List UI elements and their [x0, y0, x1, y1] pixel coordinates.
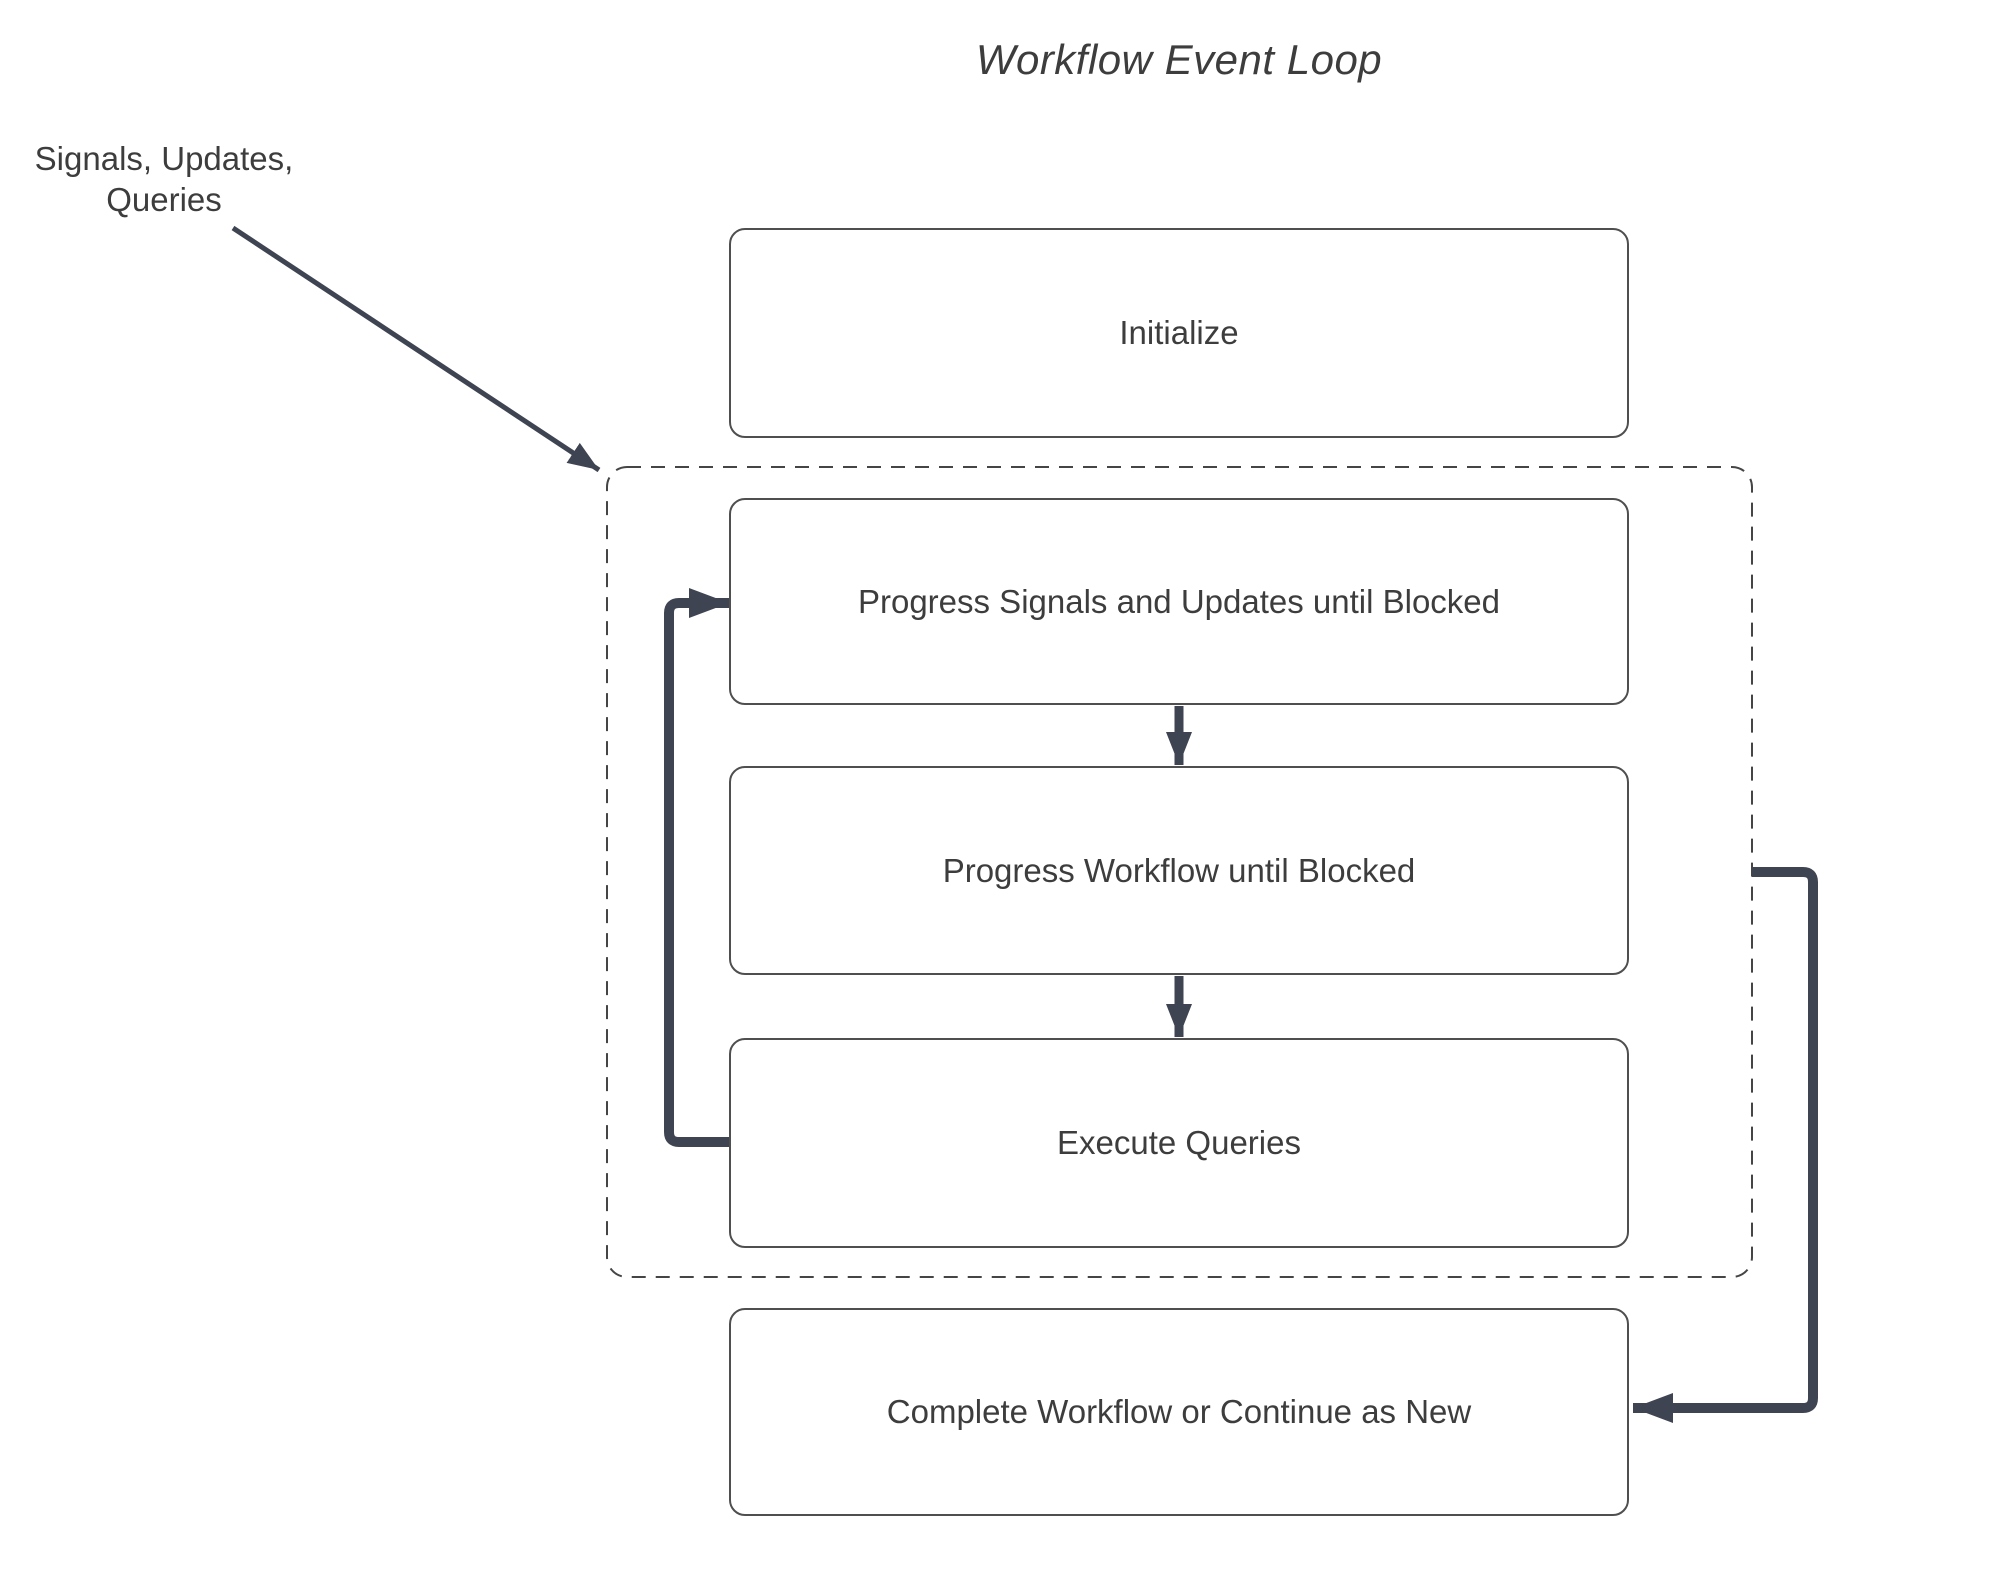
node-progress-workflow-label: Progress Workflow until Blocked	[942, 851, 1416, 889]
node-initialize: Initialize	[729, 228, 1629, 438]
edge-label-line1: Signals, Updates,	[34, 140, 294, 177]
edge-queries-loopback-arrow	[664, 588, 729, 1147]
edge-group-to-complete-arrow	[1633, 867, 1818, 1423]
edge-label-line2: Queries	[106, 181, 222, 218]
edge-label-signals-updates-queries: Signals, Updates, Queries	[18, 138, 310, 220]
node-complete-workflow-label: Complete Workflow or Continue as New	[886, 1393, 1472, 1430]
node-initialize-label: Initialize	[1119, 314, 1239, 351]
node-progress-workflow: Progress Workflow until Blocked	[729, 766, 1629, 975]
node-execute-queries: Execute Queries	[729, 1038, 1629, 1248]
edge-annotation-arrow	[231, 225, 601, 473]
node-execute-queries-label: Execute Queries	[1057, 1124, 1301, 1161]
node-progress-signals-and-updates: Progress Signals and Updates until Block…	[729, 498, 1629, 705]
node-complete-workflow: Complete Workflow or Continue as New	[729, 1308, 1629, 1516]
node-progress-signals-label: Progress Signals and Updates until Block…	[857, 582, 1501, 620]
diagram-title: Workflow Event Loop	[975, 36, 1383, 83]
